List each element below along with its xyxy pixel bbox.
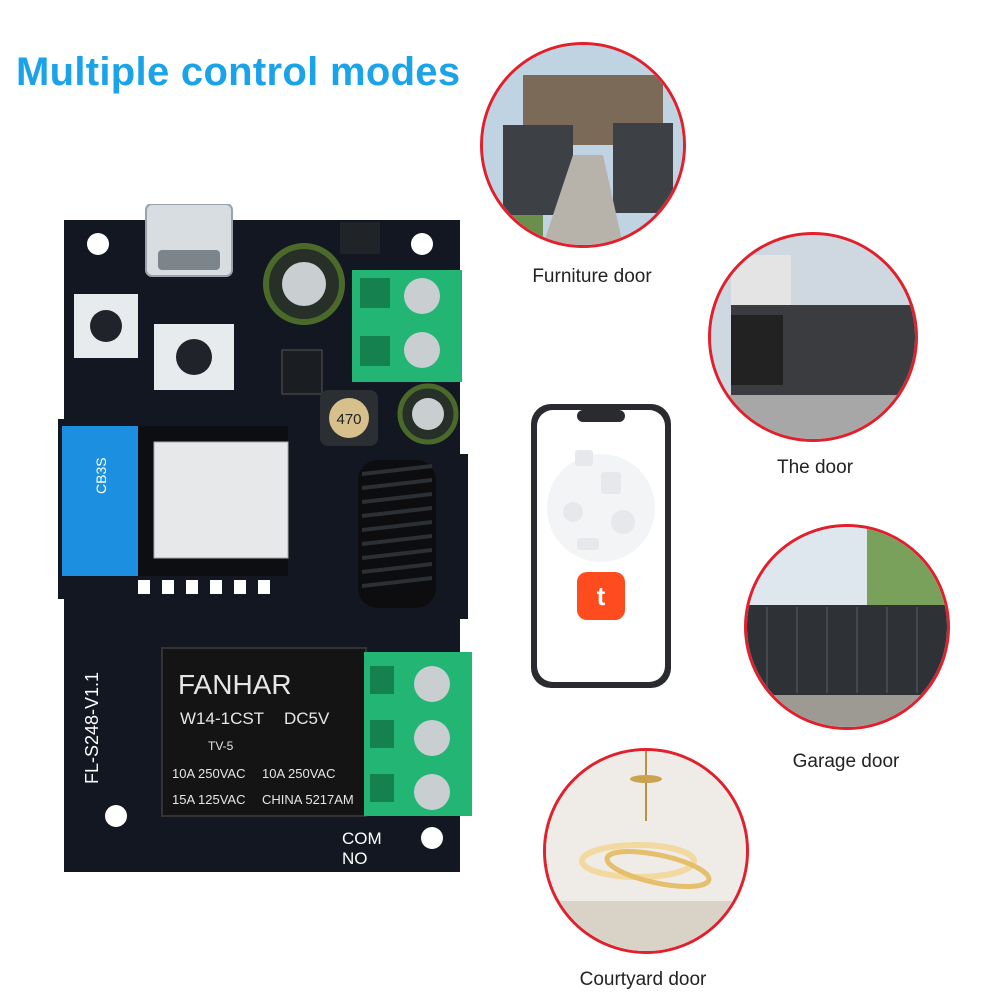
wifi-antenna [62, 426, 140, 576]
relay-board: 470 CB3S FANHAR W14-1CST DC5V TV-5 10A 2… [58, 204, 472, 872]
relay-rating-3: 15A 125VAC [172, 792, 245, 807]
relay-rating-1: 10A 250VAC [172, 766, 245, 781]
terminal-no-label: NO [342, 849, 368, 868]
relay [161, 647, 367, 817]
scene-label-courtyard-door: Courtyard door [579, 969, 707, 990]
scene-image-courtyard-door [543, 748, 749, 954]
scene-image-the-door [708, 232, 918, 442]
board-model: FL-S248-V1.1 [82, 672, 102, 784]
scene-label-the-door: The door [776, 457, 854, 478]
relay-cert: TV-5 [208, 739, 234, 753]
inductor-label: 470 [336, 411, 361, 428]
module-label: CB3S [93, 457, 109, 494]
scene-image-garage-door [744, 524, 950, 730]
relay-coil: DC5V [284, 709, 330, 728]
tuya-app-icon[interactable] [577, 572, 625, 620]
svg-text:t: t [597, 581, 606, 611]
scene-image-furniture-door [480, 42, 686, 248]
relay-origin: CHINA 5217AM [262, 792, 354, 807]
relay-model: W14-1CST [180, 709, 264, 728]
terminal-com-label: COM [342, 829, 382, 848]
reset-button [90, 310, 122, 342]
pair-button [176, 339, 212, 375]
scene-label-garage-door: Garage door [792, 751, 900, 772]
relay-rating-2: 10A 250VAC [262, 766, 335, 781]
relay-brand: FANHAR [178, 669, 292, 700]
page-title: Multiple control modes [16, 50, 461, 94]
scene-label-furniture-door: Furniture door [532, 266, 652, 287]
smartphone: t [531, 404, 671, 688]
